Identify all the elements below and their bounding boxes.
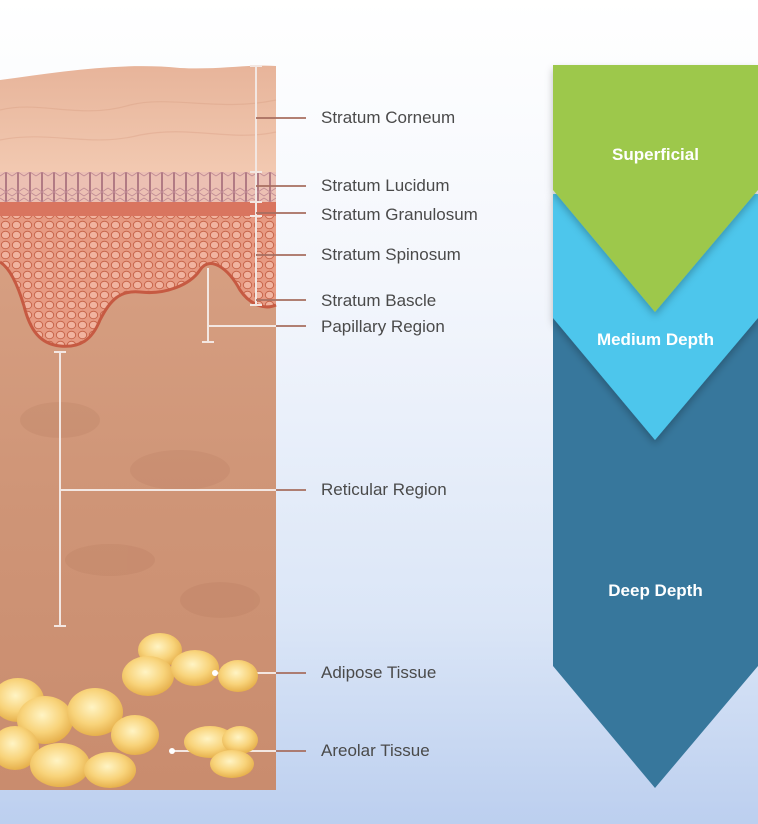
deep-depth-label: Deep Depth — [553, 581, 758, 601]
superficial-label: Superficial — [553, 145, 758, 165]
medium-depth-label: Medium Depth — [553, 330, 758, 350]
